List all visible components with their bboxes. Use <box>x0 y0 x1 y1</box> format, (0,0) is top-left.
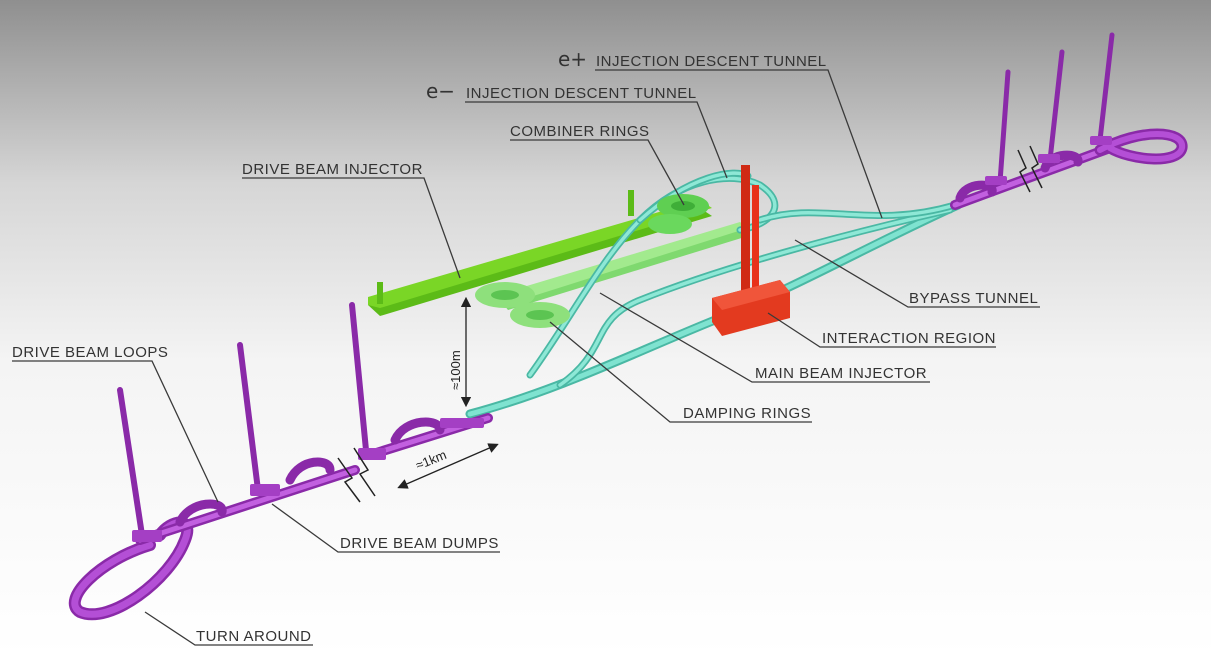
label-interaction-region: INTERACTION REGION <box>822 330 996 347</box>
label-drive-beam-injector: DRIVE BEAM INJECTOR <box>242 161 423 178</box>
e-plus-symbol: e+ <box>558 47 587 71</box>
e-minus-symbol: e− <box>426 79 455 103</box>
combiner-rings-shape <box>648 194 709 234</box>
drive-beam-right <box>950 32 1188 210</box>
label-bypass-tunnel: BYPASS TUNNEL <box>909 290 1038 307</box>
drive-beam-dumps-shape <box>132 418 484 542</box>
drive-beam-dumps-right <box>985 136 1112 185</box>
break-mark-right <box>1017 145 1043 193</box>
break-mark-left <box>337 447 376 503</box>
damping-rings-shape <box>475 282 570 328</box>
dimension-depth: ≈100m <box>448 296 472 408</box>
label-combiner-rings: COMBINER RINGS <box>510 123 650 140</box>
label-e-minus-tunnel: INJECTION DESCENT TUNNEL <box>466 85 697 102</box>
dimension-depth-label: ≈100m <box>448 350 463 390</box>
interaction-region-shape <box>712 165 790 336</box>
main-beam-injector-shape <box>500 222 748 310</box>
label-damping-rings: DAMPING RINGS <box>683 405 811 422</box>
drive-beam-left <box>68 302 493 621</box>
label-drive-beam-loops: DRIVE BEAM LOOPS <box>12 344 168 361</box>
leader-lines <box>12 69 1040 646</box>
label-turn-around: TURN AROUND <box>196 628 312 645</box>
label-main-beam-injector: MAIN BEAM INJECTOR <box>755 365 927 382</box>
label-drive-beam-dumps: DRIVE BEAM DUMPS <box>340 535 499 552</box>
label-e-plus-tunnel: INJECTION DESCENT TUNNEL <box>596 53 827 70</box>
